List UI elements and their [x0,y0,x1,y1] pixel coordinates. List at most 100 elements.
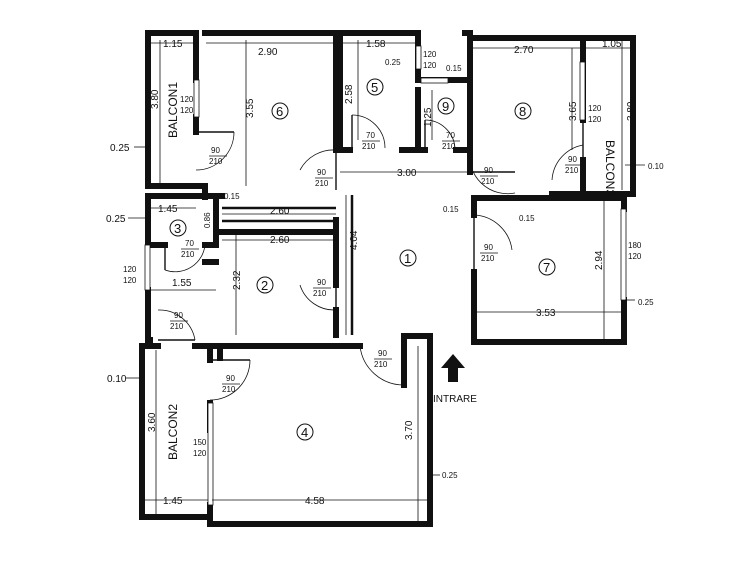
door-label-balcon1-h: 210 [209,157,223,166]
door-label-room5-h: 210 [362,142,376,151]
svg-text:4: 4 [301,425,308,440]
door-label-balcon2: 90 [226,374,235,383]
door-label-entrance: 90 [378,349,387,358]
room-2-marker: 2 [256,276,274,294]
door-room3 [164,244,206,273]
door-label-room2-h: 210 [170,322,184,331]
dim-hall-height: 4.04 [349,230,360,250]
door-room8 [469,149,516,195]
win-label-room2: 120 [123,265,137,274]
win-label-room6: 120 [180,95,194,104]
win-label-room7-h: 120 [628,252,642,261]
door-label-balcon3: 90 [568,155,577,164]
dim-thick-room3: 0.25 [106,214,126,225]
svg-text:1: 1 [404,251,411,266]
dimension-lines [144,40,631,522]
door-label-room6: 90 [317,168,326,177]
win-label-room7: 180 [628,241,642,250]
window-room2 [144,244,151,291]
door-room2-hall [299,284,337,311]
entrance-arrow-icon [441,354,465,382]
dim-wall-b: 2.60 [270,235,290,246]
room-numbers: 1 2 3 4 5 6 7 8 9 [169,78,556,441]
dimension-labels: 1.15 2.90 3.55 1.58 2.58 0.25 1.25 2.70 … [106,39,664,507]
door-label-room7-h: 210 [481,254,495,263]
svg-text:2: 2 [261,278,268,293]
dim-room6-width: 2.90 [258,47,278,58]
window-room7 [620,208,627,301]
door-room9 [424,119,456,151]
door-label-room8: 90 [484,166,493,175]
dim-room3-height: 0.86 [203,212,212,228]
dim-thick-room7-b: 0.15 [519,214,535,223]
balcon2-label: BALCON2 [166,404,180,460]
dim-thick-left-bottom: 0.10 [107,374,127,385]
dim-room7-width: 3.53 [536,308,556,319]
door-label-room6-h: 210 [315,179,329,188]
dim-balcon2-height: 3.60 [147,412,158,432]
dim-balcon1-width: 1.15 [163,39,183,50]
win-label-room6-h: 120 [180,106,194,115]
dim-room9-height: 1.25 [423,107,434,127]
win-label-room8: 120 [588,104,602,113]
dim-room3-width: 1.45 [158,204,178,215]
dim-room8-width: 2.70 [514,45,534,56]
svg-text:8: 8 [519,104,526,119]
door-balcon2 [209,359,251,401]
dim-room2-width: 1.55 [172,278,192,289]
window-room9 [420,77,449,84]
door-label-balcon1: 90 [211,146,220,155]
door-label-room7: 90 [484,243,493,252]
room-4-marker: 4 [296,423,314,441]
dim-thick-left-top: 0.25 [110,143,130,154]
door-label-room2-hall-h: 210 [313,289,327,298]
svg-text:6: 6 [276,104,283,119]
door-label-room2-hall: 90 [317,278,326,287]
door-room7 [473,214,513,272]
room-8-marker: 8 [514,102,532,120]
door-label-entrance-h: 210 [374,360,388,369]
window-room8 [579,61,586,121]
dim-thick-room6: 0.15 [224,192,240,201]
svg-text:5: 5 [371,80,378,95]
dim-corridor-width: 3.00 [397,168,417,179]
win-label-room4: 150 [193,438,207,447]
dim-room4-width: 4.58 [305,496,325,507]
dim-room4-height: 3.70 [404,420,415,440]
dim-thick-room4: 0.25 [442,471,458,480]
win-label-room5: 120 [423,50,437,59]
dim-thick-right: 0.10 [648,162,664,171]
svg-text:7: 7 [543,260,550,275]
door-label-room8-h: 210 [481,177,495,186]
svg-text:3: 3 [174,221,181,236]
room-7-marker: 7 [538,258,556,276]
door-balcon3 [551,120,584,181]
door-label-balcon3-h: 210 [565,166,579,175]
balcon3-label: BALCON3 [603,140,617,196]
dim-balcon3-height: 3.80 [626,101,637,121]
doors [157,114,584,401]
window-room5 [415,45,422,70]
windows [144,45,627,506]
dim-balcon3-width: 1.05 [602,39,622,50]
room-3-marker: 3 [169,219,187,237]
door-label-room5: 70 [366,131,375,140]
balcon1-label: BALCON1 [166,82,180,138]
door-balcon1 [195,131,235,171]
dim-room8-height: 3.65 [568,101,579,121]
dim-room5-offset: 0.25 [385,58,401,67]
door-entrance [359,345,405,386]
room-5-marker: 5 [366,78,384,96]
door-label-room9-h: 210 [442,142,456,151]
win-label-room8-h: 120 [588,115,602,124]
door-label-balcon2-h: 210 [222,385,236,394]
door-room5 [351,114,386,149]
door-label-room9: 70 [446,131,455,140]
window-room4 [207,402,214,506]
room-9-marker: 9 [437,97,455,115]
window-room6 [193,79,200,118]
dim-thick-room7: 0.25 [638,298,654,307]
win-label-room2-h: 120 [123,276,137,285]
dim-room2-height: 2.32 [232,270,243,290]
